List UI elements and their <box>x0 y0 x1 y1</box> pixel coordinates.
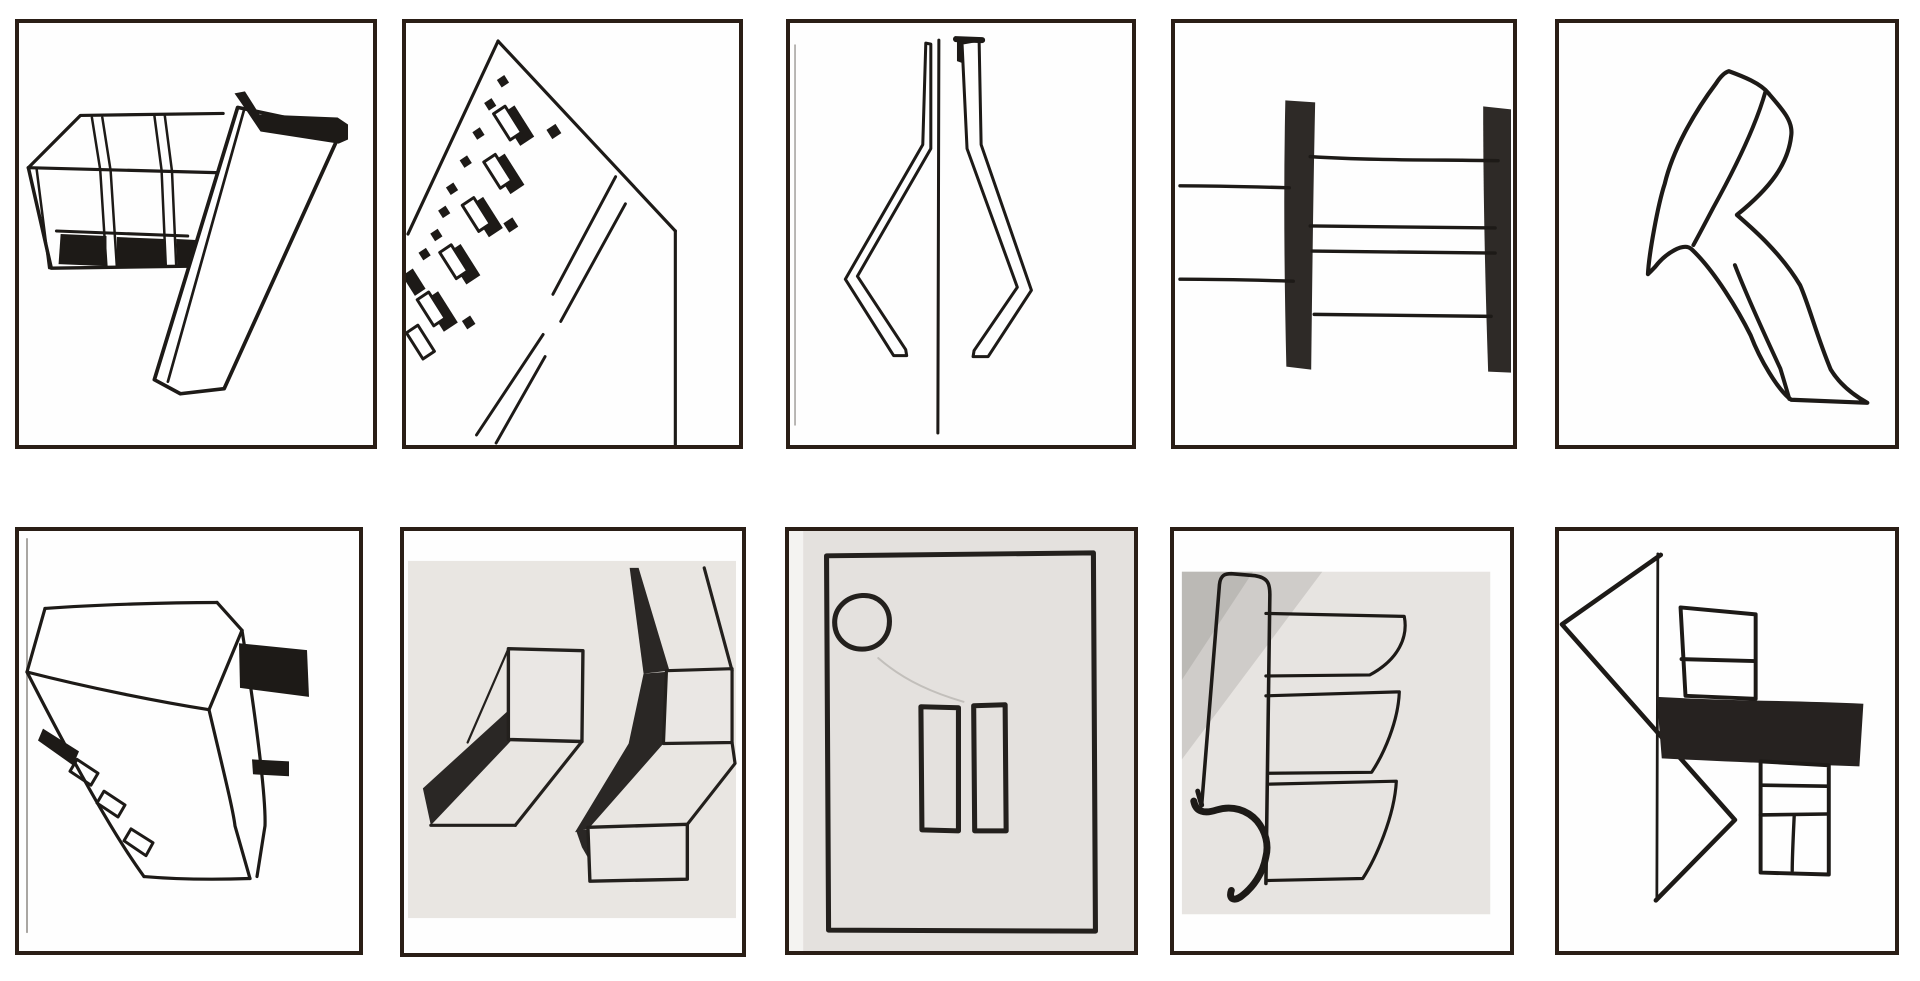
sketch-9-drawing <box>1181 571 1491 915</box>
sketch-panel-9 <box>1170 527 1514 955</box>
sketch-4-drawing <box>1178 100 1512 373</box>
sketch-10-drawing <box>1559 552 1864 903</box>
sketch-1-drawing <box>26 91 349 396</box>
sketch-6-drawing <box>25 537 309 934</box>
sketch-panel-4 <box>1171 19 1517 449</box>
sketch-panel-6 <box>15 527 363 955</box>
sketch-panel-10 <box>1555 527 1899 955</box>
sketch-7-drawing <box>407 560 737 919</box>
sketch-panel-3 <box>786 19 1136 449</box>
sketch-3-drawing <box>794 36 1033 435</box>
sketch-panel-7 <box>400 527 746 957</box>
sketch-2-drawing <box>406 39 677 445</box>
sketch-5-drawing <box>1645 69 1870 405</box>
sketch-panel-8 <box>785 527 1138 955</box>
sketch-panel-5 <box>1555 19 1899 449</box>
sketch-panel-1 <box>15 19 377 449</box>
sketch-8-drawing <box>789 531 1134 951</box>
sketch-panel-2 <box>402 19 743 449</box>
